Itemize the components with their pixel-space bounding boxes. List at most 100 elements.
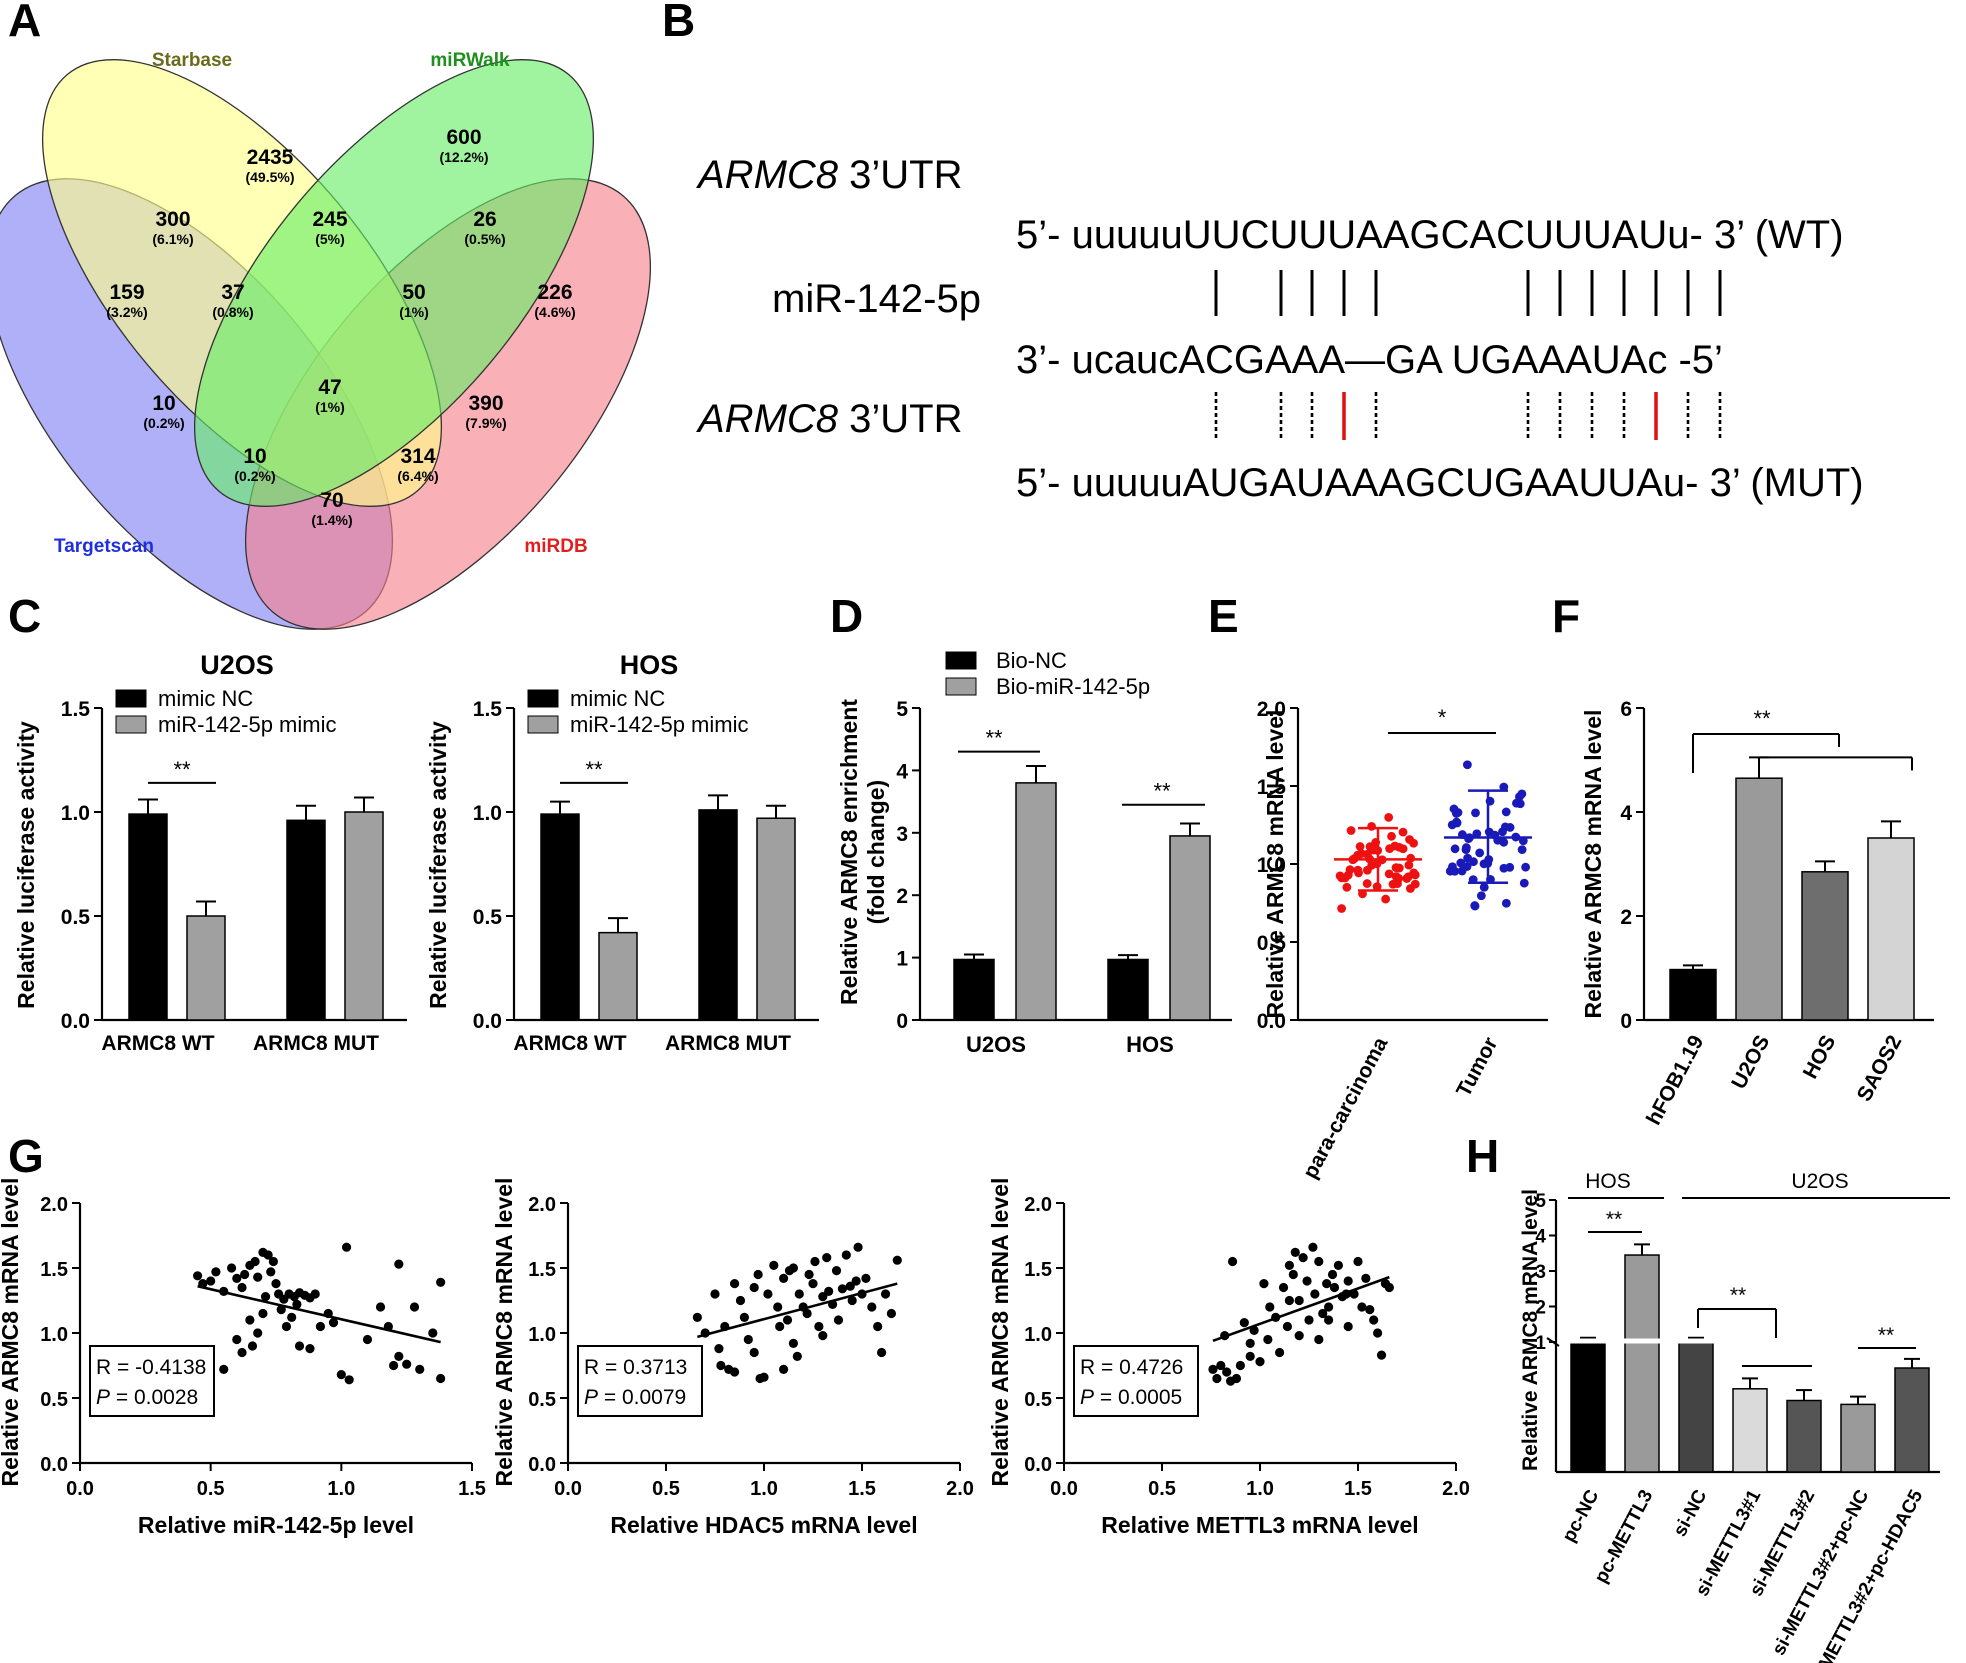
data-point [1208,1364,1218,1374]
data-point [206,1276,216,1286]
legend-label: Bio-miR-142-5p [996,674,1150,699]
bar [286,819,326,1021]
data-point [1450,844,1460,854]
data-point [847,1295,857,1306]
x-tick-label: U2OS [966,1032,1026,1057]
bar [186,915,226,1021]
venn-region-percent: (0.2%) [234,468,275,484]
data-point [263,1250,273,1260]
data-point [268,1256,278,1267]
x-tick-label: 0.5 [197,1478,225,1500]
data-point [1499,837,1509,847]
scatter-chart-e: Relative ARMC8 mRNA level0.00.51.01.52.0… [1257,698,1548,1182]
data-point [1517,845,1527,855]
data-point [1343,1276,1353,1286]
data-point [851,1276,861,1286]
data-point [1288,1269,1298,1280]
y-tick-label: 5 [1535,1191,1546,1212]
data-point [753,1269,763,1280]
data-point [1387,831,1396,841]
venn-region-count: 37 [221,281,244,304]
y-tick-label: 0 [1620,1010,1632,1033]
data-point [336,1370,346,1380]
data-point [730,1367,740,1377]
venn-region-percent: (1%) [315,399,345,415]
x-tick-label: U2OS [1727,1032,1774,1093]
data-point [1282,1321,1293,1332]
data-point [1405,835,1414,844]
y-tick-label: 1.0 [1024,1324,1052,1346]
data-point [394,1351,404,1361]
group-label: U2OS [1791,1170,1848,1193]
significance-label: ** [1878,1324,1894,1347]
significance-label: ** [1606,1208,1622,1231]
data-point [824,1286,834,1296]
data-point [253,1328,263,1338]
x-tick-label: pc-NC [1559,1486,1604,1545]
data-point [253,1272,263,1282]
x-tick-label: 0.0 [1050,1478,1078,1500]
significance-label: ** [1753,706,1771,731]
data-point [1452,818,1462,828]
y-axis-label: Relative ARMC8 mRNA level [1519,1189,1542,1471]
data-point [258,1308,268,1319]
x-tick-label: 1.5 [848,1478,876,1500]
y-tick-label: 6 [1620,698,1632,721]
x-axis-label: Relative METTL3 mRNA level [1101,1512,1418,1538]
data-point [1235,1360,1245,1371]
venn-region-percent: (0.2%) [143,415,184,431]
data-point [769,1260,779,1270]
data-point [1275,1347,1285,1358]
stat-box [577,1345,703,1417]
x-tick-label: ARMC8 MUT [665,1032,791,1055]
data-point [1476,891,1486,901]
y-tick-label: 1.5 [61,698,91,721]
x-axis-label: Relative HDAC5 mRNA level [610,1512,917,1538]
data-point [833,1315,844,1325]
y-tick-label: 2.0 [528,1194,556,1216]
data-point [1384,869,1394,879]
significance-label: ** [173,757,191,782]
bar [1867,837,1915,1021]
data-point [782,1315,793,1325]
y-axis-label: Relative ARMC8 enrichment [836,699,862,1005]
data-point [1390,841,1400,851]
y-tick-label: 1.0 [528,1324,556,1346]
data-point [1265,1302,1275,1312]
stat-p-symbol: P [584,1386,598,1409]
y-tick-label: 3 [1535,1262,1546,1283]
y-tick-label: 0.5 [528,1389,556,1411]
bar [1624,1254,1660,1473]
x-tick-label: SAOS2 [1853,1032,1907,1106]
bar [540,813,580,1021]
data-point [402,1359,412,1369]
x-tick-label: 0.5 [652,1478,680,1500]
venn-region-count: 159 [109,281,144,304]
x-tick-label: 1.0 [1246,1478,1274,1500]
y-tick-label: 0.5 [473,906,503,929]
data-point [1470,901,1480,911]
data-point [818,1292,828,1302]
data-point [1222,1367,1232,1377]
data-point [1398,827,1408,837]
data-point [1239,1318,1249,1328]
data-point [845,1281,855,1291]
data-point [1329,1282,1340,1293]
y-tick-label: 0.0 [1257,1010,1286,1033]
data-point [260,1292,271,1302]
bar-chart-h: Relative ARMC8 mRNA level12345pc-NCpc-ME… [1519,1170,1950,1663]
data-point [1337,904,1346,913]
x-tick-label: 2.0 [946,1478,974,1500]
data-point [1231,1373,1242,1384]
data-point [1327,1269,1338,1280]
data-point [1519,878,1529,888]
venn-region-percent: (49.5%) [245,169,294,185]
venn-region-count: 390 [468,392,503,415]
y-axis-label: Relative luciferase activity [425,721,451,1009]
data-point [247,1341,258,1351]
data-point [245,1315,255,1325]
stat-p-symbol: P [96,1386,110,1409]
data-point [1391,872,1401,881]
